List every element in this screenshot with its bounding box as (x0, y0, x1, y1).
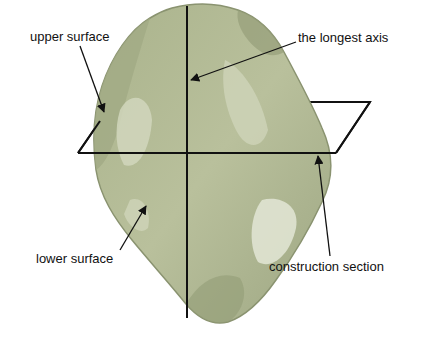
section-plane-side (78, 121, 100, 153)
particle-highlight (252, 199, 297, 264)
longest-axis-line (186, 6, 188, 318)
part-label: the longest axis (298, 30, 388, 45)
particle-body (94, 4, 331, 323)
part-label: construction section (269, 259, 384, 274)
particle-highlight (124, 199, 149, 231)
leader-arrow (80, 46, 104, 112)
section-plane-side (336, 102, 370, 153)
part-label: upper surface (30, 29, 110, 44)
leader-arrow (318, 156, 330, 256)
leader-arrow (191, 42, 296, 80)
section-plane-front (78, 152, 336, 154)
leader-arrow (120, 206, 146, 250)
particle-shade (186, 275, 244, 323)
part-label: lower surface (36, 251, 113, 266)
particle-highlight (117, 98, 152, 166)
particle-highlight (223, 60, 268, 145)
